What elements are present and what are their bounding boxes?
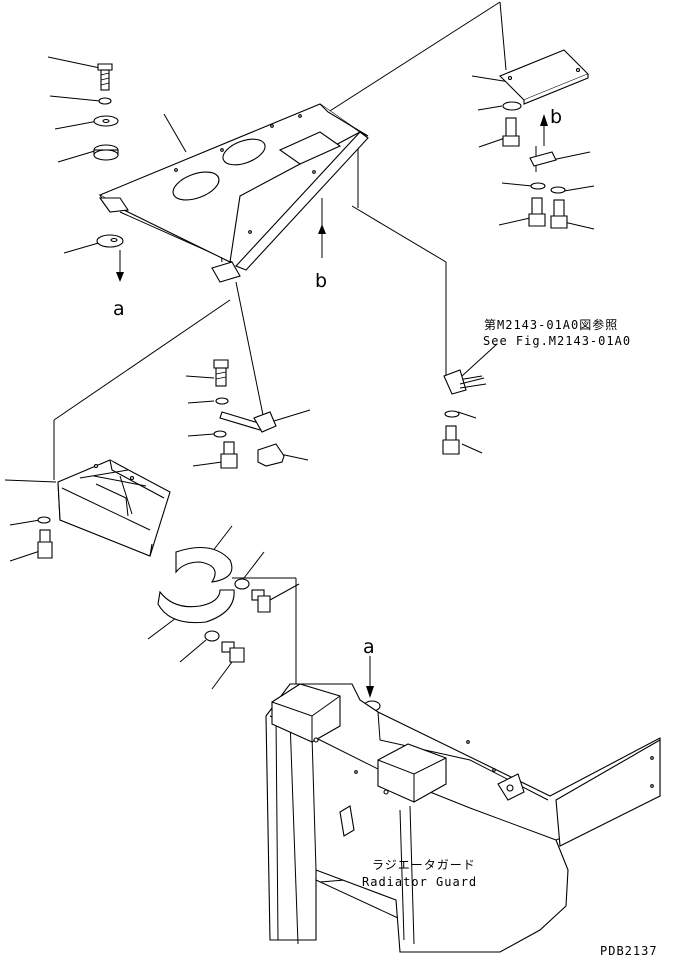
radiator-guard-label-en: Radiator Guard: [362, 875, 478, 889]
assembly-lines: [53, 1, 537, 690]
callout-b-right: b: [550, 106, 563, 128]
radiator-guard-label-jp: ラジエータガード: [372, 858, 476, 872]
reference-label-en: See Fig.M2143-01A0: [483, 334, 632, 348]
left-housing-box: [37, 459, 171, 559]
drawing-code: PDB2137: [600, 944, 658, 958]
ring-shims: [157, 546, 271, 663]
callout-a-upper: a: [113, 298, 125, 320]
callout-a-lower: a: [363, 636, 375, 658]
right-reference-bracket: [442, 369, 487, 455]
top-right-cover-assembly: [499, 49, 589, 229]
reference-label-jp: 第M2143-01A0図参照: [484, 318, 619, 332]
leader-lines: [4, 56, 595, 883]
middle-fasteners: [213, 359, 285, 469]
upper-mounting-bracket: [98, 103, 369, 283]
radiator-guard-assembly: [265, 656, 661, 953]
top-left-fasteners: [93, 63, 124, 282]
callout-b-left: b: [315, 270, 328, 292]
